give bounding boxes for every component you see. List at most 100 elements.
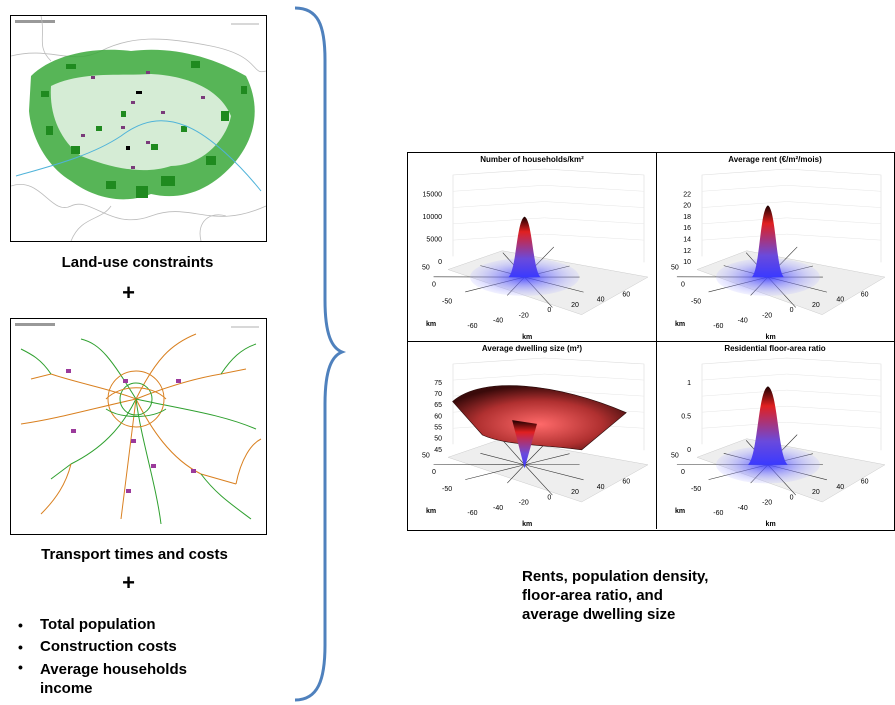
list-item-label: Construction costs [40, 638, 177, 655]
surface-peak [747, 386, 788, 465]
gridline [701, 185, 787, 192]
gridline [701, 389, 787, 397]
surface-plot: 150001000050000500-50-60-40-200204060kmk… [422, 168, 649, 341]
y-tick-label: 0 [681, 469, 685, 476]
y-tick-label: 50 [422, 452, 430, 459]
plot-floor [447, 438, 649, 503]
gridline [786, 217, 882, 225]
y-tick-label: 50 [422, 265, 430, 272]
plot-box-edge [701, 357, 882, 451]
surface-mesh [452, 385, 627, 451]
x-tick-label: -20 [519, 500, 529, 507]
gridline [544, 217, 645, 225]
z-tick-label: 22 [683, 191, 691, 198]
plot-title: Residential floor-area ratio [724, 344, 826, 353]
x-tick-label: 0 [547, 307, 551, 314]
y-tick-label: 0 [432, 281, 436, 288]
z-tick-label: 50 [434, 436, 442, 443]
y-tick-label: -50 [691, 298, 701, 305]
gridline [452, 185, 545, 192]
gridline [452, 373, 545, 381]
z-tick-label: 55 [434, 425, 442, 432]
z-tick-label: 60 [434, 413, 442, 420]
x-tick-label: 20 [812, 489, 820, 496]
x-tick-label: 20 [812, 302, 820, 309]
plot-title: Average rent (€/m²/mois) [728, 155, 822, 164]
road-line [465, 464, 525, 480]
plot-box-edge [701, 168, 882, 263]
z-tick-label: 12 [683, 248, 691, 255]
y-tick-label: 50 [671, 452, 679, 459]
x-tick-label: -60 [467, 323, 477, 330]
x-tick-label: -60 [713, 510, 723, 517]
surface-peak [508, 216, 541, 278]
x-tick-label: -20 [762, 312, 772, 319]
z-tick-label: 65 [434, 402, 442, 409]
plot-box-edge [452, 168, 645, 263]
results-caption: Rents, population density, floor-area ra… [522, 567, 782, 624]
z-tick-label: 10 [683, 259, 691, 266]
x-tick-label: 60 [861, 479, 869, 486]
z-tick-label: 45 [434, 447, 442, 454]
z-tick-label: 70 [434, 391, 442, 398]
gridline [544, 373, 645, 381]
y-tick-label: -50 [691, 486, 701, 493]
y-tick-label: 0 [681, 281, 685, 288]
model-inputs-list: •Total population •Construction costs •A… [10, 614, 270, 698]
road-line [524, 464, 553, 496]
z-tick-label: 0 [438, 259, 442, 266]
surface-peak [751, 205, 784, 278]
x-tick-label: -60 [713, 323, 723, 330]
gridline [701, 217, 787, 225]
plot-box-edge [452, 357, 645, 451]
axis-label: km [426, 321, 436, 328]
axis-label: km [522, 521, 532, 528]
z-tick-label: 16 [683, 225, 691, 232]
x-tick-label: 20 [571, 489, 579, 496]
bullet-icon: • [18, 639, 23, 655]
y-tick-label: -50 [442, 486, 452, 493]
x-tick-label: 60 [622, 291, 630, 298]
axis-label: km [675, 321, 685, 328]
gridline [786, 185, 882, 192]
list-item: •Total population [10, 614, 270, 636]
road-line [502, 440, 525, 465]
surface-base [716, 258, 820, 296]
gridline [786, 373, 882, 381]
surface-base [470, 258, 580, 296]
x-tick-label: 0 [790, 494, 794, 501]
transport-network-graphic [15, 323, 262, 525]
axis-label: km [766, 521, 776, 528]
gridline [786, 201, 882, 208]
x-tick-label: 40 [597, 297, 605, 304]
plus-sign-1: + [122, 280, 135, 305]
y-tick-label: -50 [442, 298, 452, 305]
z-tick-label: 20 [683, 203, 691, 210]
surface-dip [512, 420, 537, 469]
curly-brace [294, 6, 347, 702]
z-tick-label: 15000 [423, 191, 443, 198]
results-caption-line: floor-area ratio, and [522, 587, 663, 604]
gridline [786, 421, 882, 429]
results-caption-line: average dwelling size [522, 606, 676, 623]
x-tick-label: 0 [790, 307, 794, 314]
x-tick-label: 60 [622, 479, 630, 486]
axis-label: km [766, 334, 776, 341]
grid-divider-vertical [656, 152, 657, 529]
x-tick-label: 40 [836, 297, 844, 304]
x-tick-label: 40 [597, 484, 605, 491]
gridline [544, 389, 645, 397]
gridline [701, 373, 787, 381]
gridline [452, 201, 545, 208]
x-tick-label: -60 [467, 510, 477, 517]
x-tick-label: -20 [519, 312, 529, 319]
axis-label: km [522, 334, 532, 341]
bullet-icon: • [18, 617, 23, 633]
